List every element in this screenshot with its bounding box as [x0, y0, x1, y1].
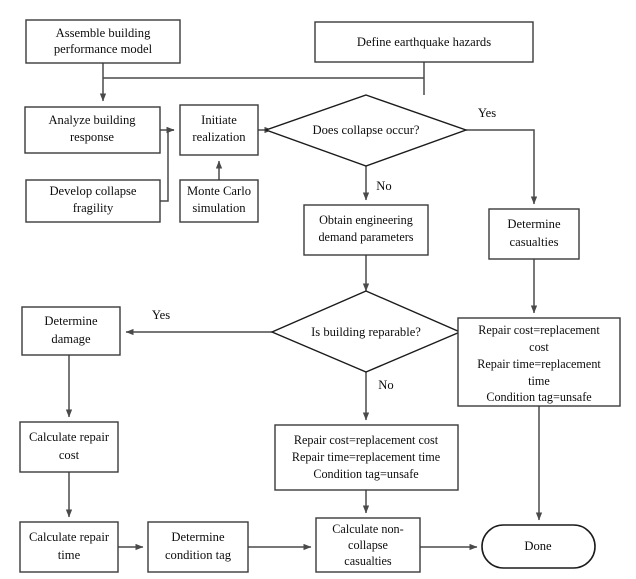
node-define-hazards[interactable]: Define earthquake hazards: [314, 21, 534, 63]
node-noncollapse-casualties-line-2: collapse: [348, 538, 388, 552]
node-calculate-repair-cost-line-1: Calculate repair: [29, 430, 110, 444]
node-determine-condition-tag[interactable]: Determine condition tag: [147, 521, 249, 573]
node-monte-carlo[interactable]: Monte Carlo simulation: [179, 179, 259, 223]
node-calculate-repair-cost-line-2: cost: [59, 448, 80, 462]
node-reparable-decision[interactable]: Is building reparable?: [270, 290, 462, 373]
node-define-hazards-label: Define earthquake hazards: [357, 35, 491, 49]
node-irreparable-replacement-line-3: Condition tag=unsafe: [313, 467, 418, 481]
node-determine-casualties-line-2: casualties: [510, 235, 559, 249]
edge-label-layer: Yes No Yes No: [152, 106, 496, 392]
node-calculate-repair-cost[interactable]: Calculate repair cost: [19, 421, 119, 473]
node-done-label: Done: [524, 539, 552, 553]
node-assemble-model-line-1: Assemble building: [56, 26, 152, 40]
node-irreparable-replacement-line-2: Repair time=replacement time: [292, 450, 440, 464]
edge-label-collapse-no: No: [376, 179, 391, 193]
node-develop-fragility[interactable]: Develop collapse fragility: [25, 179, 161, 223]
node-analyze-response[interactable]: Analyze building response: [24, 106, 161, 154]
node-calculate-repair-time[interactable]: Calculate repair time: [19, 521, 119, 573]
node-assemble-model-line-2: performance model: [54, 42, 153, 56]
node-determine-condition-tag-line-2: condition tag: [165, 548, 232, 562]
node-collapse-replacement[interactable]: Repair cost=replacement cost Repair time…: [457, 317, 621, 407]
node-collapse-replacement-line-5: Condition tag=unsafe: [486, 390, 591, 404]
node-irreparable-replacement[interactable]: Repair cost=replacement cost Repair time…: [274, 424, 459, 491]
node-initiate-realization[interactable]: Initiate realization: [179, 104, 259, 156]
node-noncollapse-casualties[interactable]: Calculate non- collapse casualties: [315, 517, 421, 573]
node-irreparable-replacement-line-1: Repair cost=replacement cost: [294, 433, 439, 447]
node-develop-fragility-line-1: Develop collapse: [49, 184, 136, 198]
node-collapse-replacement-line-3: Repair time=replacement: [477, 357, 601, 371]
node-initiate-realization-line-2: realization: [192, 130, 246, 144]
node-initiate-realization-line-1: Initiate: [201, 113, 237, 127]
node-determine-condition-tag-line-1: Determine: [171, 530, 225, 544]
node-monte-carlo-line-1: Monte Carlo: [187, 184, 251, 198]
node-determine-casualties-line-1: Determine: [507, 217, 561, 231]
node-determine-damage-line-2: damage: [51, 332, 91, 346]
node-noncollapse-casualties-line-3: casualties: [344, 554, 392, 568]
node-develop-fragility-line-2: fragility: [73, 201, 114, 215]
node-obtain-edp[interactable]: Obtain engineering demand parameters: [303, 204, 429, 256]
node-noncollapse-casualties-line-1: Calculate non-: [332, 522, 403, 536]
node-determine-damage[interactable]: Determine damage: [21, 306, 121, 356]
node-obtain-edp-line-2: demand parameters: [318, 230, 413, 244]
node-collapse-decision[interactable]: Does collapse occur?: [263, 94, 469, 167]
edge-label-reparable-no: No: [378, 378, 393, 392]
node-determine-damage-line-1: Determine: [44, 314, 98, 328]
edge-label-reparable-yes: Yes: [152, 308, 170, 322]
node-reparable-decision-label: Is building reparable?: [311, 325, 421, 339]
connector-layer: [65, 62, 543, 551]
node-analyze-response-line-2: response: [70, 130, 114, 144]
connector-collapse-yes-to-casualties: [466, 129, 538, 205]
node-determine-casualties[interactable]: Determine casualties: [488, 208, 580, 260]
node-collapse-replacement-line-1: Repair cost=replacement: [478, 323, 600, 337]
node-calculate-repair-time-line-2: time: [58, 548, 81, 562]
node-done[interactable]: Done: [481, 524, 596, 569]
connector-fragility-to-initiate: [160, 126, 175, 202]
node-assemble-model[interactable]: Assemble building performance model: [25, 19, 181, 64]
node-obtain-edp-line-1: Obtain engineering: [319, 213, 413, 227]
node-monte-carlo-line-2: simulation: [192, 201, 246, 215]
edge-label-collapse-yes: Yes: [478, 106, 496, 120]
node-calculate-repair-time-line-1: Calculate repair: [29, 530, 110, 544]
node-collapse-decision-label: Does collapse occur?: [313, 123, 420, 137]
node-collapse-replacement-line-2: cost: [529, 340, 549, 354]
node-collapse-replacement-line-4: time: [528, 374, 550, 388]
node-analyze-response-line-1: Analyze building: [48, 113, 136, 127]
